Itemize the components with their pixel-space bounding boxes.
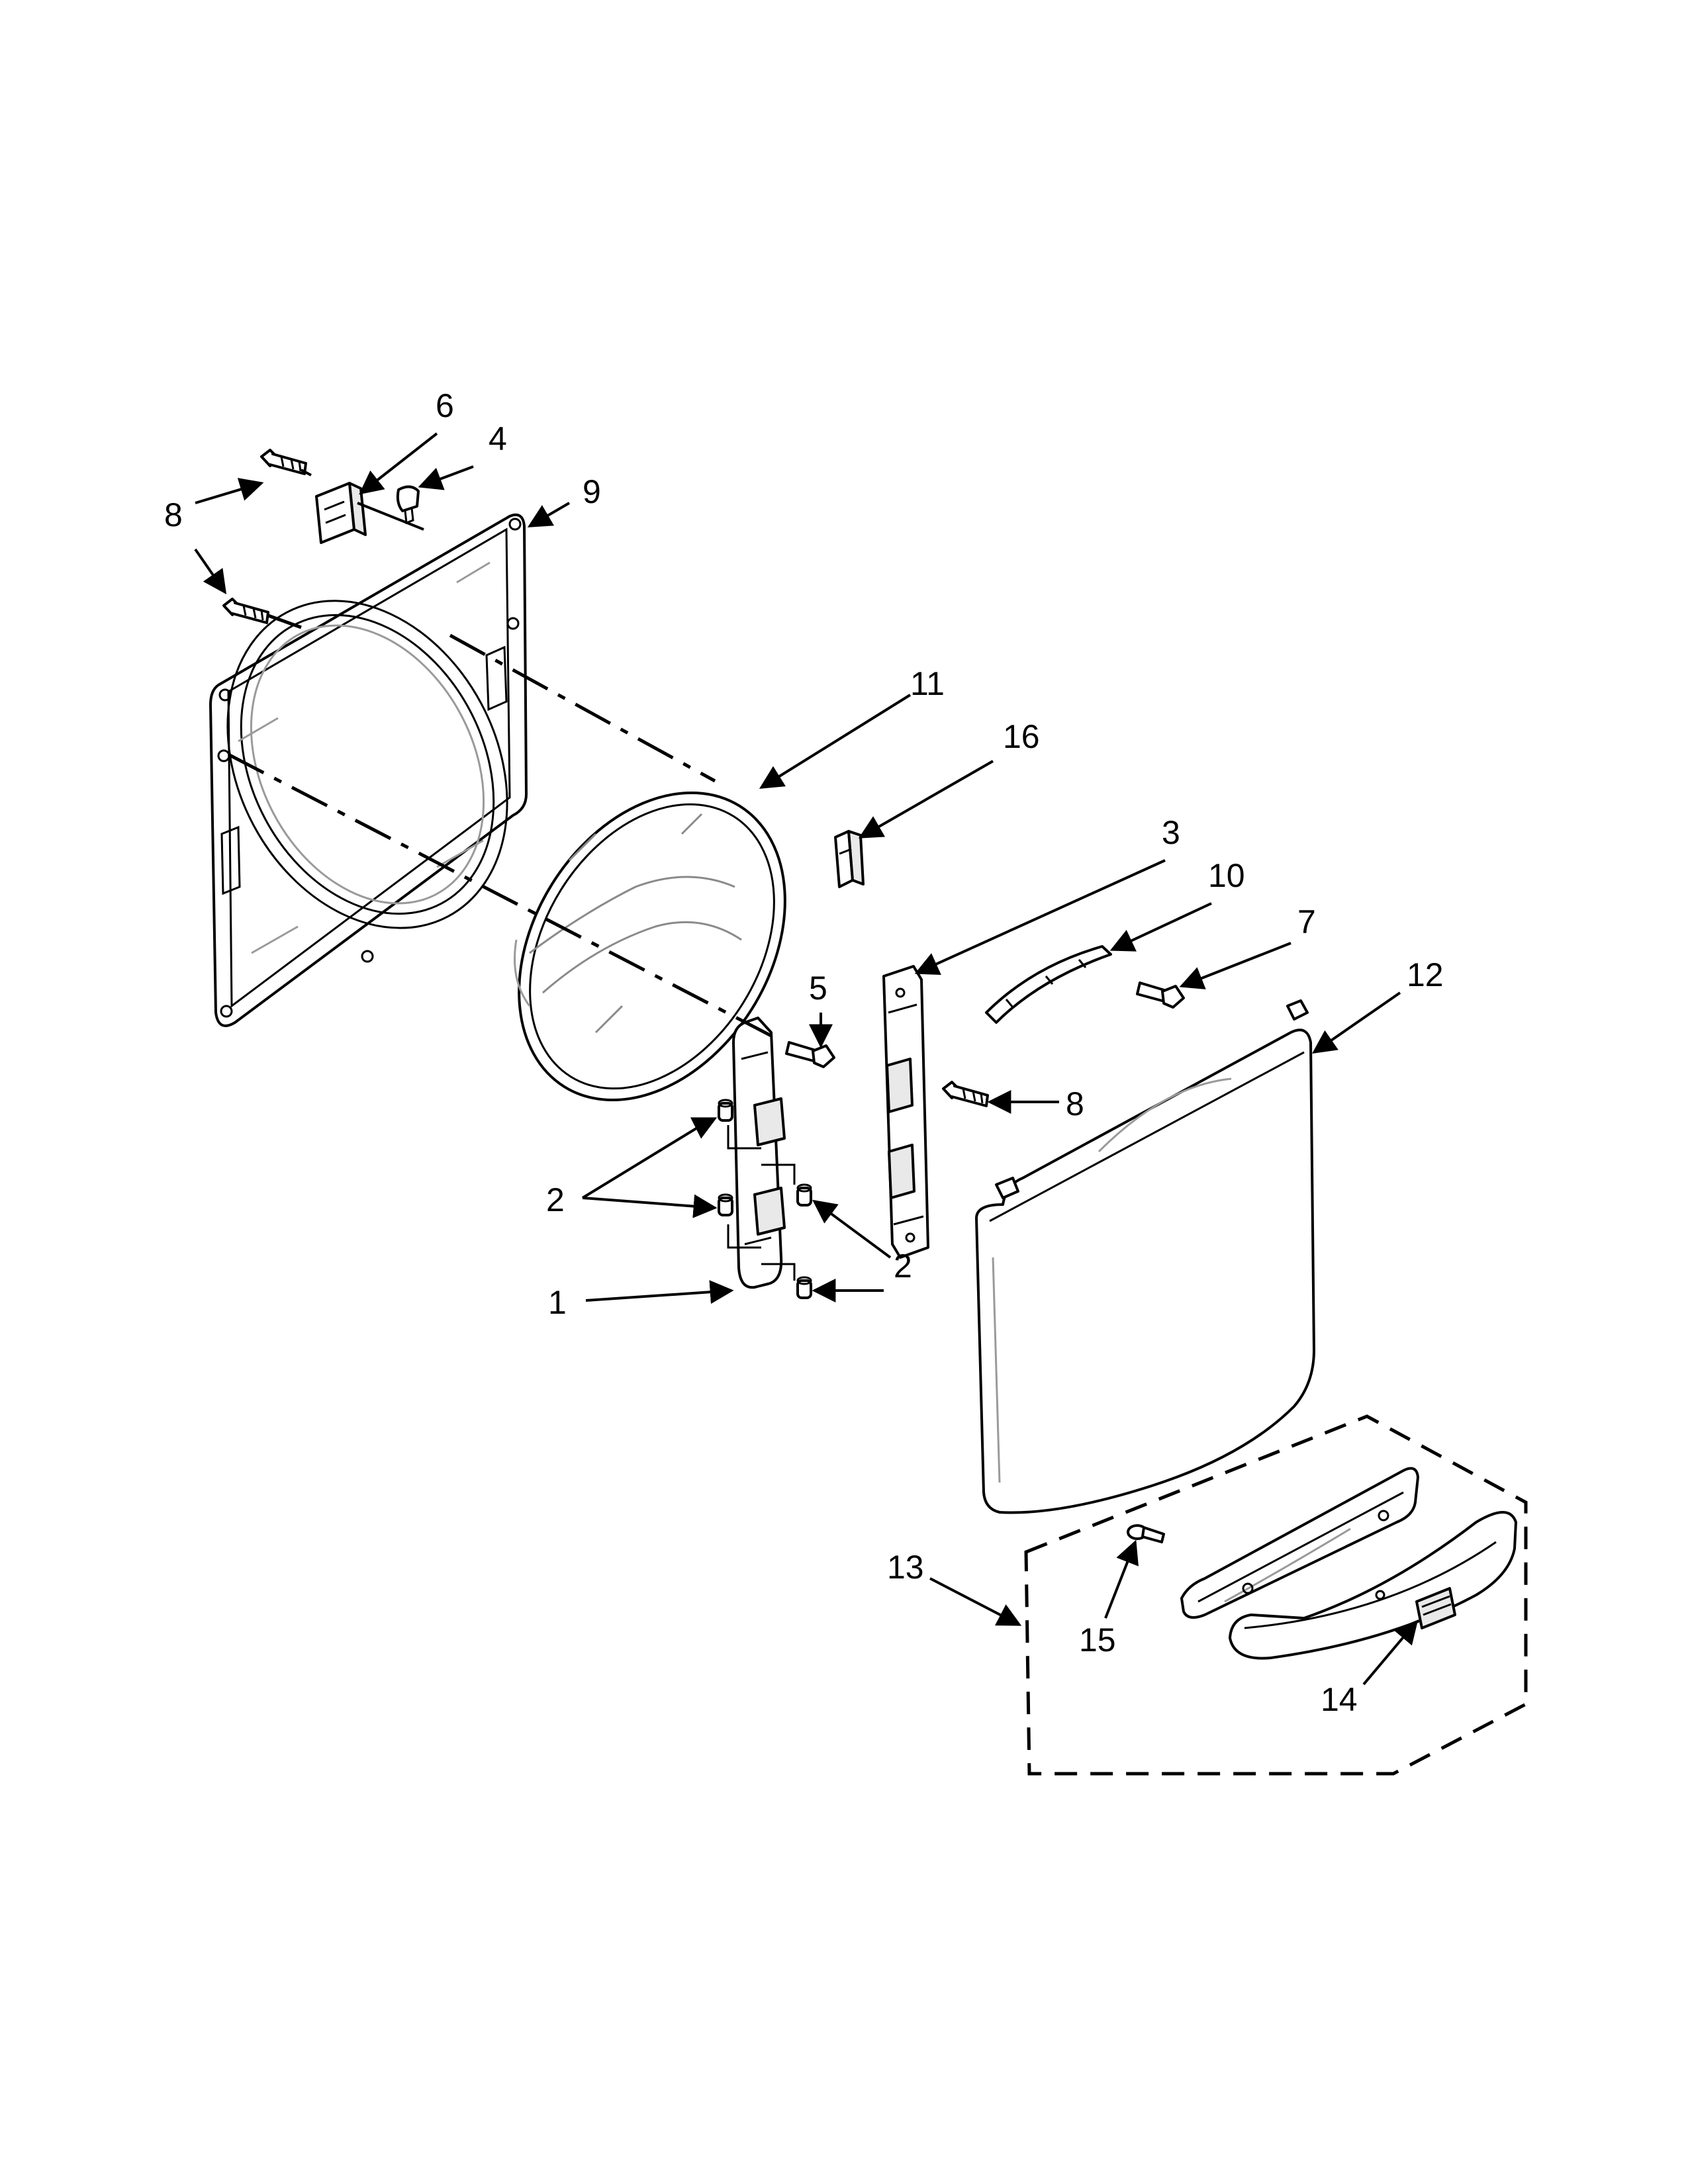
centerline-screw-left (267, 614, 302, 629)
callout-14: 14 (1321, 1681, 1358, 1718)
part-10-trim[interactable] (985, 945, 1112, 1024)
callout-8-top: 8 (164, 496, 183, 533)
callout-8-right: 8 (1066, 1085, 1084, 1122)
part-8-screw-top[interactable] (260, 449, 307, 475)
part-9-door-frame[interactable] (173, 513, 562, 1027)
part-3-hinge-plate[interactable] (882, 965, 929, 1259)
callout-3: 3 (1162, 814, 1180, 851)
callout-10: 10 (1208, 857, 1245, 894)
callout-11: 11 (910, 665, 945, 702)
callout-2-left: 2 (546, 1181, 565, 1218)
part-13-handle-bar[interactable] (1229, 1511, 1517, 1660)
part-2-bushing-4[interactable] (796, 1276, 812, 1299)
part-1-hinge[interactable] (727, 1017, 796, 1289)
part-4-strike[interactable] (396, 485, 420, 525)
callout-1: 1 (548, 1284, 567, 1321)
callout-9: 9 (583, 473, 601, 510)
part-6-bracket[interactable] (315, 482, 367, 544)
part-15-screw[interactable] (1127, 1524, 1165, 1543)
centerline-screw-top (301, 469, 424, 531)
part-2-bushing-2[interactable] (718, 1193, 733, 1216)
callout-6: 6 (436, 387, 454, 424)
leader-lines (194, 432, 1419, 1686)
callout-5: 5 (809, 970, 827, 1007)
centerline-lower (227, 752, 773, 1038)
callout-2-right: 2 (894, 1248, 912, 1285)
part-12-door-panel[interactable] (975, 999, 1315, 1514)
part-8-screw-right[interactable] (942, 1081, 989, 1107)
part-2-bushing-1[interactable] (718, 1099, 733, 1122)
callout-12: 12 (1407, 956, 1444, 993)
part-5-screw[interactable] (785, 1041, 835, 1068)
callout-labels: 8 6 4 9 11 16 3 10 7 12 5 8 2 2 1 13 15 … (164, 387, 1444, 1718)
callout-13: 13 (887, 1549, 924, 1586)
part-14-badge[interactable] (1415, 1587, 1456, 1629)
callout-7: 7 (1297, 903, 1316, 940)
part-8-screw-left[interactable] (222, 598, 269, 624)
kit-13-boundary (1024, 1414, 1528, 1776)
callout-16: 16 (1003, 718, 1040, 755)
callout-4: 4 (489, 420, 507, 457)
part-13-handle-base[interactable] (1180, 1467, 1419, 1619)
part-2-bushing-3[interactable] (796, 1183, 812, 1206)
callout-15: 15 (1079, 1621, 1116, 1659)
part-16-clip[interactable] (834, 830, 865, 888)
centerline-upper (449, 633, 716, 783)
part-11-door-glass[interactable] (465, 744, 840, 1150)
part-7-screw[interactable] (1136, 981, 1185, 1009)
